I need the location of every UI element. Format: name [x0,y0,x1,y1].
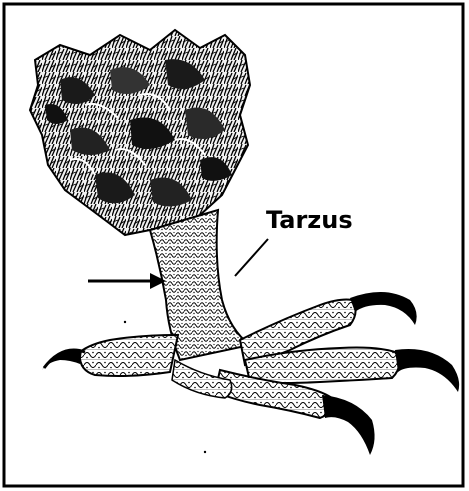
tarzus-label: Tarzus [266,206,353,234]
